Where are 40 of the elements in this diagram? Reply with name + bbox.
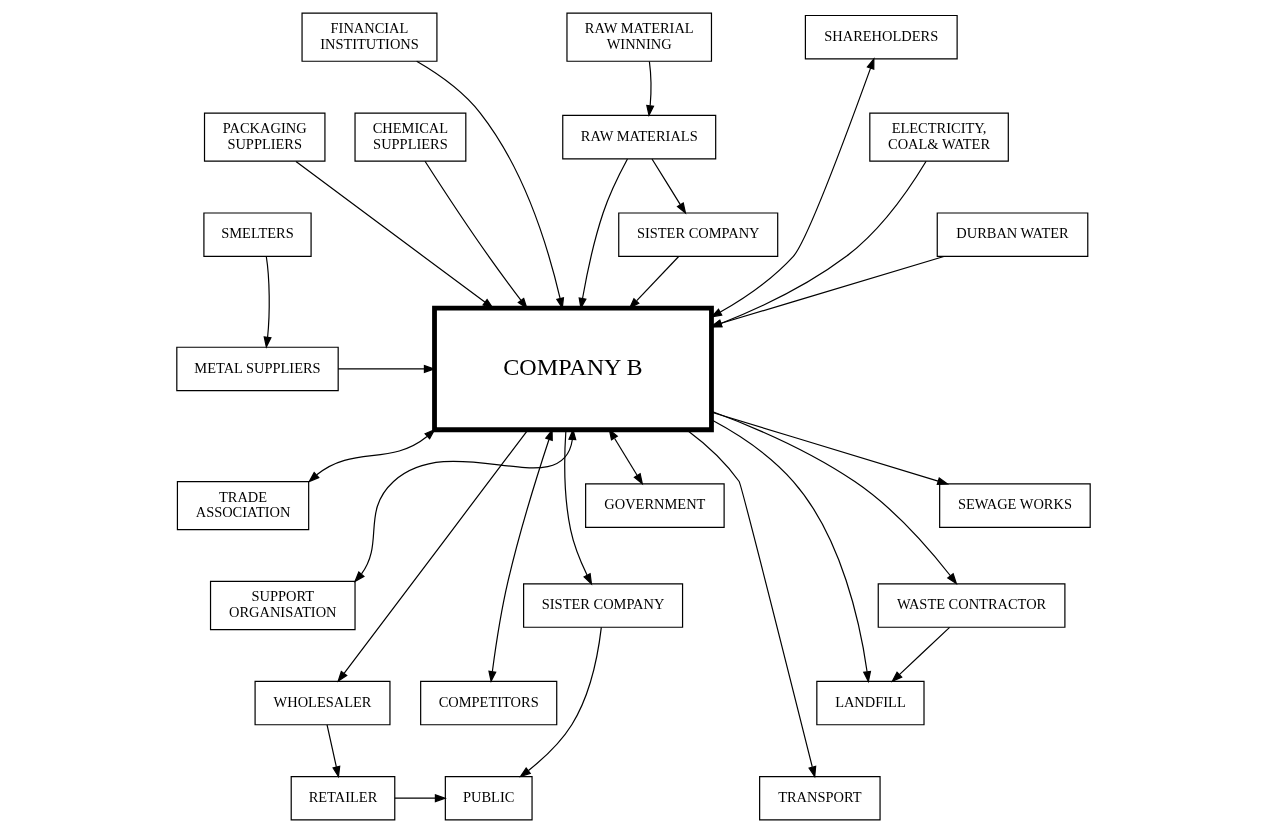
node-box: TRANSPORT: [758, 775, 881, 821]
node-box: RAW MATERIAL WINNING: [565, 12, 712, 62]
node-box: TRADE ASSOCIATION: [176, 480, 309, 531]
node-box: PACKAGING SUPPLIERS: [203, 112, 326, 162]
arrow: [645, 60, 654, 118]
node-box: COMPANY B: [431, 305, 714, 433]
node-box: WHOLESALER: [254, 680, 391, 726]
arrow: [563, 429, 592, 586]
arrow: [307, 428, 436, 483]
arrow: [353, 427, 577, 583]
node-box: CHEMICAL SUPPLIERS: [353, 112, 466, 162]
arrow: [710, 419, 871, 684]
node-box: SEWAGE WORKS: [938, 483, 1091, 528]
node-box: COMPETITORS: [419, 680, 557, 726]
arrow: [262, 255, 272, 349]
node-box: METAL SUPPLIERS: [175, 346, 339, 392]
arrow: [325, 724, 340, 779]
arrow: [650, 158, 686, 215]
arrow: [890, 626, 950, 683]
node-box: SUPPORT ORGANISATION: [209, 580, 356, 631]
arrow: [710, 410, 957, 585]
node-box: ELECTRICITY, COAL& WATER: [868, 112, 1009, 162]
arrow: [518, 626, 602, 778]
arrow: [710, 411, 949, 485]
node-box: GOVERNMENT: [584, 483, 725, 528]
arrow: [336, 429, 528, 683]
node-box: LANDFILL: [815, 680, 925, 726]
arrow: [393, 794, 447, 803]
arrow: [337, 364, 436, 374]
node-box: WASTE CONTRACTOR: [877, 583, 1065, 628]
node-box: RAW MATERIALS: [561, 114, 716, 160]
node-box: RETAILER: [290, 775, 395, 821]
node-box: FINANCIAL INSTITUTIONS: [300, 12, 438, 62]
node-box: SISTER COMPANY: [522, 583, 683, 628]
node-box: DURBAN WATER: [936, 212, 1088, 257]
node-box: SISTER COMPANY: [617, 212, 778, 257]
arrow: [685, 429, 816, 779]
node-box: SHAREHOLDERS: [804, 14, 958, 60]
node-box: SMELTERS: [202, 212, 312, 257]
node-box: PUBLIC: [444, 775, 533, 821]
